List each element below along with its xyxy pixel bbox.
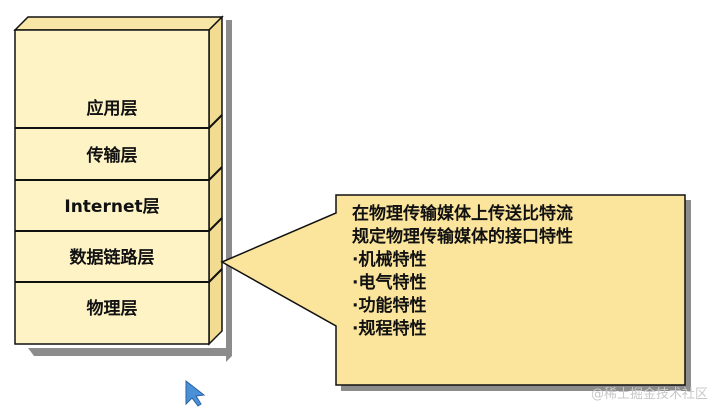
stack-top-face xyxy=(13,16,224,31)
layer-label-application: 应用层 xyxy=(87,98,138,119)
callout-item-mechanical: ·机械特性 xyxy=(352,250,427,270)
layer-label-transport: 传输层 xyxy=(86,145,138,166)
callout-item-electrical: ·电气特性 xyxy=(352,273,427,293)
stack-shadow-bottom xyxy=(28,348,232,356)
callout-line-1: 在物理传输媒体上传送比特流 xyxy=(352,204,573,224)
layer-label-datalink: 数据链路层 xyxy=(70,247,155,268)
layer-dividers xyxy=(15,114,223,283)
mouse-cursor-icon xyxy=(185,379,206,407)
callout-item-functional: ·功能特性 xyxy=(352,296,427,316)
stack-front-face xyxy=(14,29,210,345)
layer-label-physical: 物理层 xyxy=(87,298,138,319)
callout-text: 在物理传输媒体上传送比特流 规定物理传输媒体的接口特性 ·机械特性 ·电气特性 … xyxy=(336,195,685,385)
callout-bubble xyxy=(220,194,686,386)
stack-shadow xyxy=(226,20,232,362)
callout-line-2: 规定物理传输媒体的接口特性 xyxy=(352,227,573,247)
stack-right-side xyxy=(208,15,223,346)
watermark-text: @稀土掘金技术社区 xyxy=(590,387,708,402)
callout-item-procedural: ·规程特性 xyxy=(352,319,427,339)
layer-label-internet: Internet层 xyxy=(64,197,159,217)
